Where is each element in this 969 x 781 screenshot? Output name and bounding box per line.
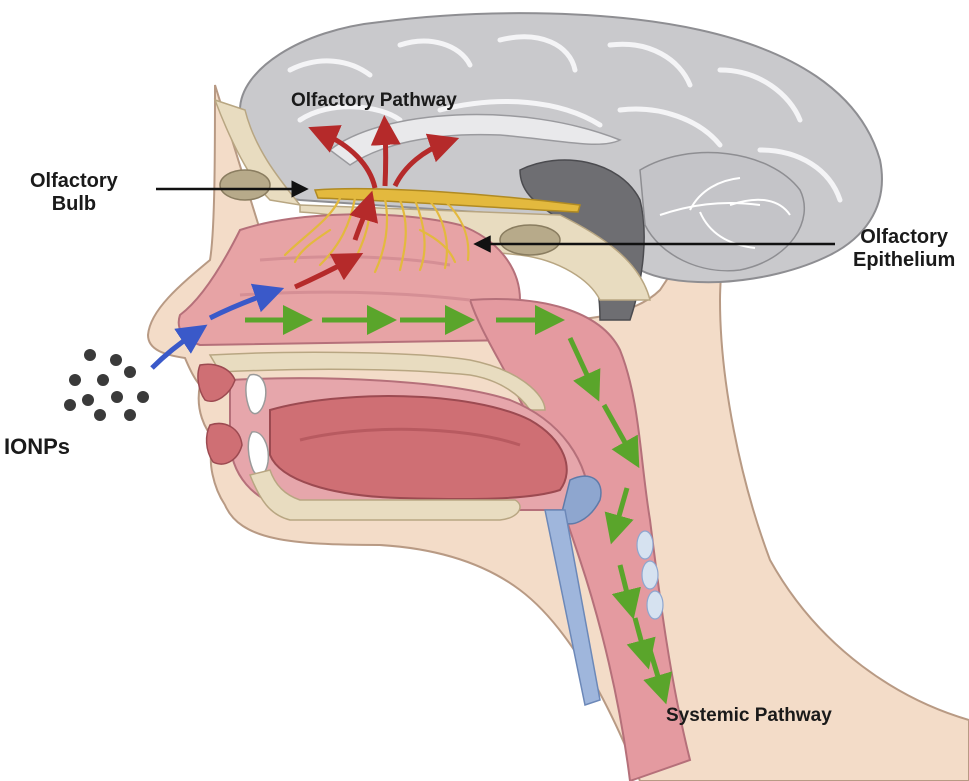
- inhalation-arrows: [150, 283, 285, 370]
- label-systemic-pathway: Systemic Pathway: [666, 705, 832, 726]
- cerebellum-arbor: [659, 177, 791, 249]
- label-ionps: IONPs: [4, 434, 71, 459]
- label-olfactory-bulb-line2: Bulb: [51, 193, 97, 215]
- olfactory-pathway-arrows: [293, 115, 460, 290]
- cerebellum: [639, 151, 805, 272]
- label-olfactory-epithelium: Olfactory Epithelium: [853, 226, 955, 272]
- label-olfactory-bulb-line1: Olfactory: [30, 170, 118, 192]
- tongue-muscle-line: [299, 427, 521, 447]
- label-olfactory-pathway: Olfactory Pathway: [291, 90, 457, 111]
- trachea: [544, 509, 601, 706]
- olfactory-bulb: [313, 187, 581, 213]
- label-olfactory-bulb: Olfactory Bulb: [30, 170, 118, 216]
- sphenoid-sinus: [499, 224, 561, 256]
- systemic-pathway-arrows: [245, 305, 673, 705]
- label-olfactory-epithelium-line1: Olfactory: [860, 226, 949, 248]
- tongue: [269, 395, 568, 501]
- label-olfactory-epithelium-line2: Epithelium: [853, 249, 956, 271]
- upper-lip: [197, 363, 236, 402]
- corpus-callosum: [328, 113, 622, 166]
- cervical-vertebrae: [636, 530, 664, 620]
- mandible: [248, 469, 521, 521]
- hard-palate: [208, 351, 546, 411]
- frontal-sinus: [219, 169, 271, 201]
- lower-lip: [205, 422, 243, 465]
- upper-tooth: [245, 373, 267, 415]
- ionp-particles: [64, 349, 149, 421]
